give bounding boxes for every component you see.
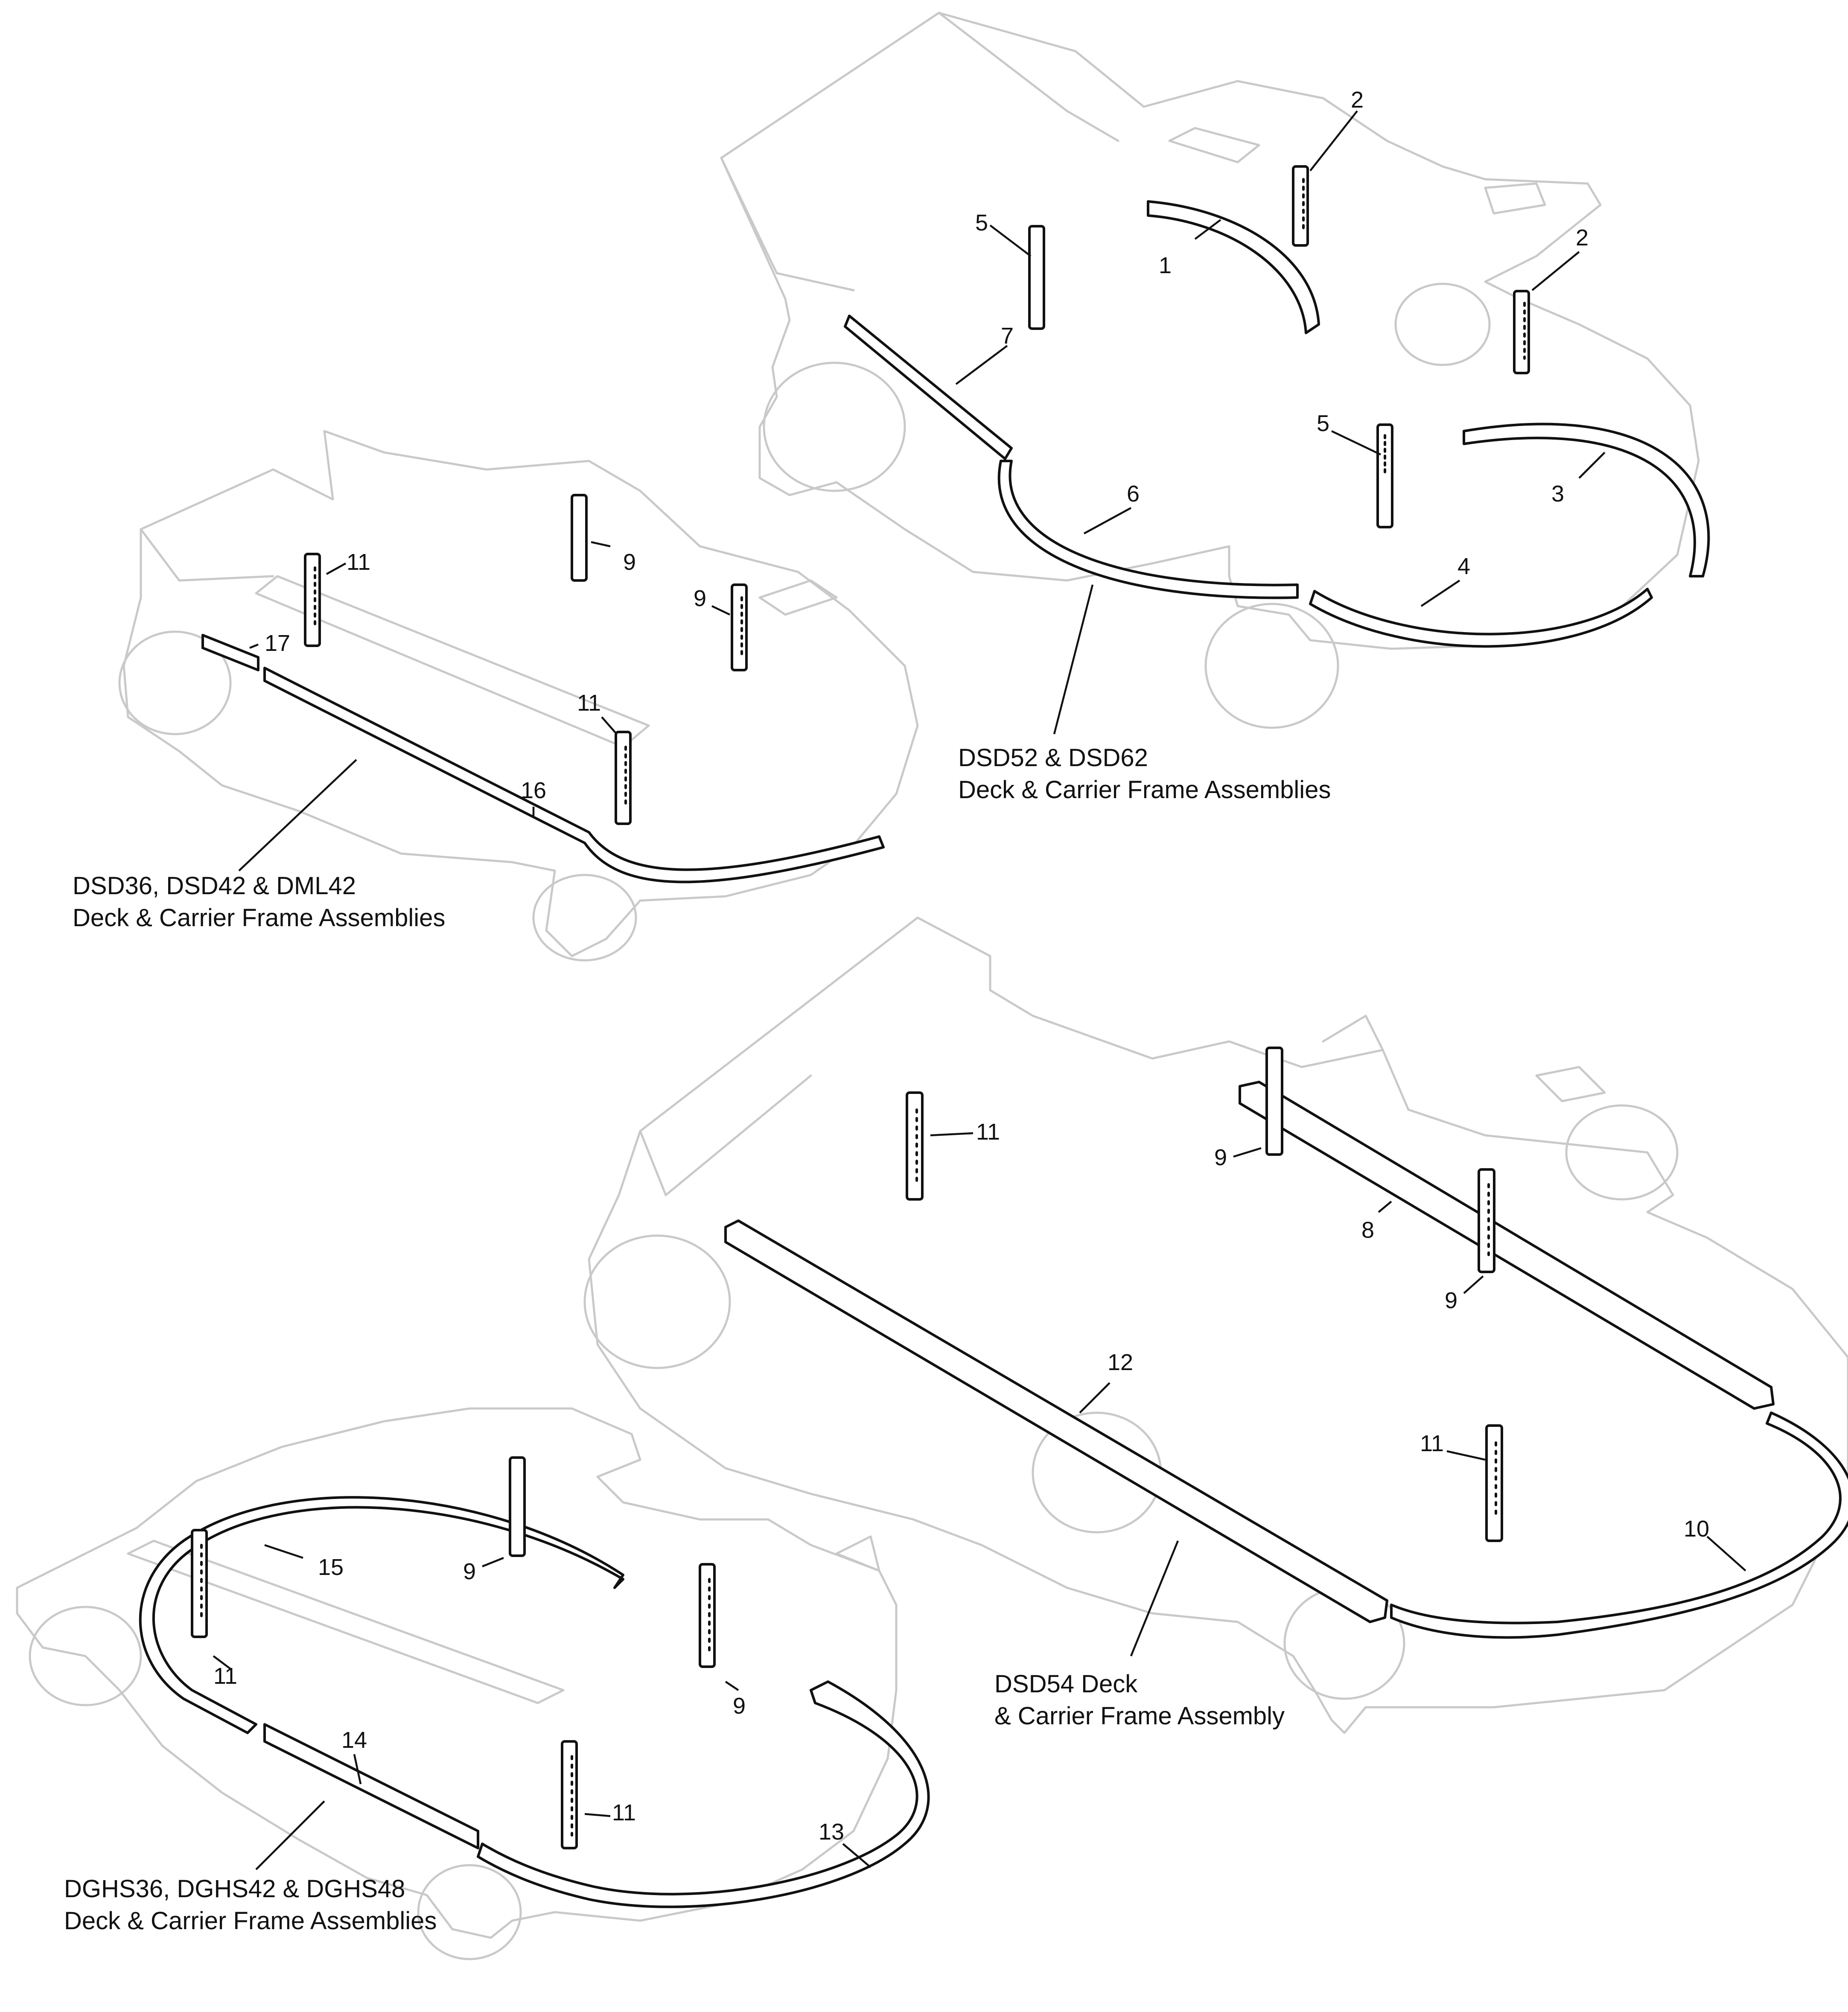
callout-number: 9 xyxy=(463,1559,476,1584)
frame-parts-dsd54 xyxy=(724,1047,1848,1639)
callout-number: 12 xyxy=(1108,1350,1133,1375)
pin-post xyxy=(731,583,748,671)
callout-number: 17 xyxy=(265,630,290,656)
assembly-dsd36-dsd42: 11 9 9 11 17 16 DSD36, DSD42 & DML42 Dec… xyxy=(73,430,919,962)
caption-dsd52-dsd62: DSD52 & DSD62 Deck & Carrier Frame Assem… xyxy=(958,744,1331,804)
carrier-tube-section xyxy=(844,315,1013,460)
mower-outline-dghs xyxy=(16,1407,898,1960)
pin-post xyxy=(1028,225,1045,330)
pin-post xyxy=(304,553,321,647)
callout-number: 2 xyxy=(1351,87,1364,113)
assembly-dghs: 15 9 11 9 14 11 13 DGHS36, DGHS42 & DGHS… xyxy=(16,1407,930,1960)
pin-post xyxy=(699,1563,716,1668)
callout-number: 16 xyxy=(521,778,546,803)
callout-number: 7 xyxy=(1001,323,1014,349)
pin-post xyxy=(1376,423,1393,528)
callouts-dsd36: 11 9 9 11 17 16 xyxy=(238,541,730,872)
callouts-dsd54: 11 9 8 9 12 11 10 xyxy=(930,1119,1746,1656)
callout-number: 5 xyxy=(1317,411,1329,436)
carrier-curve-rear xyxy=(139,1496,624,1734)
callout-number: 15 xyxy=(318,1554,344,1580)
assembly-subtitle: Deck & Carrier Frame Assemblies xyxy=(64,1907,437,1935)
callout-number: 13 xyxy=(819,1819,844,1845)
callout-number: 2 xyxy=(1576,225,1589,251)
carrier-tube-section xyxy=(997,460,1299,599)
callout-number: 4 xyxy=(1457,554,1470,579)
pin-post xyxy=(1478,1168,1495,1273)
carrier-angle-side xyxy=(1239,1081,1775,1410)
frame-parts-dghs xyxy=(139,1456,930,1908)
assembly-subtitle: Deck & Carrier Frame Assemblies xyxy=(73,904,445,932)
callout-number: 11 xyxy=(577,690,601,716)
carrier-angle-short xyxy=(201,634,259,671)
callout-number: 9 xyxy=(1214,1145,1227,1170)
frame-parts-dsd52 xyxy=(844,165,1710,648)
assembly-subtitle: Deck & Carrier Frame Assemblies xyxy=(958,776,1331,804)
callout-number: 8 xyxy=(1361,1217,1374,1243)
front-carrier-rod xyxy=(1147,200,1320,334)
callout-number: 9 xyxy=(733,1693,746,1719)
pin-post xyxy=(571,494,588,582)
callout-number: 3 xyxy=(1551,481,1564,507)
carrier-angle-short xyxy=(263,1723,479,1849)
callout-number: 5 xyxy=(975,210,988,236)
frame-parts-dsd36 xyxy=(201,494,885,884)
callout-number: 11 xyxy=(612,1800,636,1825)
assembly-dsd54: 11 9 8 9 12 11 10 DSD54 Deck & Carrier F… xyxy=(583,916,1848,1734)
assembly-title: DSD54 Deck xyxy=(994,1670,1138,1698)
pin-post xyxy=(191,1529,208,1638)
pin-post xyxy=(561,1740,578,1849)
callouts-dsd52: 2 2 5 1 7 5 6 3 4 xyxy=(955,87,1606,735)
callout-number: 9 xyxy=(694,586,706,611)
callout-number: 11 xyxy=(213,1663,237,1689)
pin-post xyxy=(509,1456,526,1557)
assembly-title: DSD36, DSD42 & DML42 xyxy=(73,872,356,900)
callout-number: 9 xyxy=(1445,1288,1457,1313)
assembly-dsd52-dsd62: 2 2 5 1 7 5 6 3 4 DSD52 & DSD62 Deck & C… xyxy=(720,12,1710,804)
caption-dsd54: DSD54 Deck & Carrier Frame Assembly xyxy=(994,1670,1285,1730)
callout-number: 1 xyxy=(1159,253,1172,278)
pin-post xyxy=(906,1091,924,1201)
carrier-angle-front xyxy=(724,1219,1388,1623)
assembly-title: DGHS36, DGHS42 & DGHS48 xyxy=(64,1875,405,1903)
pin-post xyxy=(615,731,632,825)
carrier-tube-section xyxy=(1309,588,1653,648)
callout-number: 11 xyxy=(347,549,370,575)
callout-number: 11 xyxy=(976,1119,1000,1145)
mower-outline-dsd36 xyxy=(118,430,919,962)
callout-number: 9 xyxy=(623,549,636,575)
carrier-tube-section xyxy=(1463,423,1710,577)
pin-post xyxy=(1485,1424,1503,1542)
carrier-curve-front xyxy=(477,1680,930,1908)
pin-post xyxy=(1513,290,1530,374)
pin-post xyxy=(1265,1047,1283,1156)
caption-dghs: DGHS36, DGHS42 & DGHS48 Deck & Carrier F… xyxy=(64,1875,437,1935)
callout-number: 6 xyxy=(1127,481,1140,507)
assembly-title: DSD52 & DSD62 xyxy=(958,744,1148,772)
callout-number: 10 xyxy=(1684,1516,1709,1542)
caption-dsd36-dsd42: DSD36, DSD42 & DML42 Deck & Carrier Fram… xyxy=(73,872,445,932)
mower-outline-dsd52 xyxy=(720,12,1700,729)
callouts-dghs: 15 9 11 9 14 11 13 xyxy=(213,1544,872,1870)
mower-outline-dsd54 xyxy=(583,916,1848,1734)
carrier-curve-rear xyxy=(1390,1411,1848,1639)
callout-number: 11 xyxy=(1420,1431,1444,1456)
carrier-angle-long xyxy=(263,667,885,884)
pin-post xyxy=(1292,165,1309,247)
assembly-subtitle: & Carrier Frame Assembly xyxy=(994,1702,1285,1730)
callout-number: 14 xyxy=(341,1727,367,1753)
